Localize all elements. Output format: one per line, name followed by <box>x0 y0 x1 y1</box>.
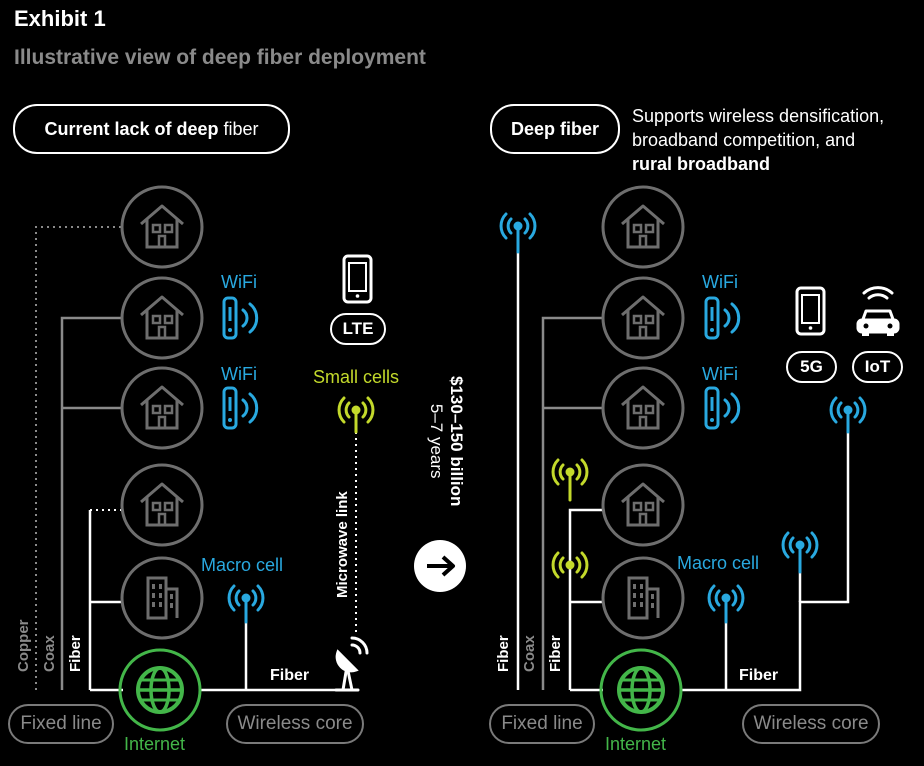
note-line: broadband competition, and <box>632 130 856 150</box>
wifi-label: WiFi <box>702 272 738 292</box>
antenna-icon <box>707 584 745 624</box>
fixed-line-label: Fixed line <box>8 704 114 744</box>
fiber-vertical-label: Fiber <box>547 635 564 672</box>
antenna-icon <box>551 458 589 502</box>
left-panel-heading: Current lack of deep fiber <box>13 104 290 154</box>
right-panel-note: Supports wireless densification, broadba… <box>632 104 884 176</box>
macro-cell-label: Macro cell <box>677 553 760 573</box>
exhibit-title: Exhibit 1 <box>14 6 106 31</box>
house-icon <box>120 185 204 269</box>
cost-estimate: $130–150 billion 5–7 years <box>426 376 466 506</box>
cost-value: $130–150 billion <box>447 376 466 507</box>
car-icon <box>856 286 900 336</box>
wifi-router-icon <box>704 296 741 340</box>
house-icon <box>120 463 204 547</box>
internet-label: Internet <box>605 734 667 754</box>
antenna-icon <box>781 531 819 574</box>
fiber-vertical-label: Fiber <box>495 635 512 672</box>
antenna-icon <box>829 396 867 434</box>
lte-badge: LTE <box>330 313 386 345</box>
globe-icon <box>599 648 683 732</box>
wifi-label: WiFi <box>221 272 257 292</box>
wifi-label: WiFi <box>702 364 738 384</box>
right-panel-heading: Deep fiber <box>490 104 620 154</box>
satellite-dish-icon <box>334 636 369 692</box>
wifi-router-icon <box>222 296 259 340</box>
coax-label: Coax <box>41 635 58 672</box>
house-icon <box>601 185 685 269</box>
left-heading-bold: Current lack of deep <box>44 118 219 139</box>
arrow-right-icon <box>414 540 466 592</box>
small-cells-label: Small cells <box>313 367 400 387</box>
microwave-link-label: Microwave link <box>334 491 351 598</box>
wifi-router-icon <box>704 386 741 430</box>
house-icon <box>120 276 204 360</box>
fiber-label: Fiber <box>739 667 779 684</box>
left-heading-rest: fiber <box>218 118 259 139</box>
fiber-vertical-label: Fiber <box>67 635 84 672</box>
antenna-icon <box>551 551 589 579</box>
right-lines <box>516 252 850 692</box>
phone-icon <box>795 286 826 336</box>
antenna-icon <box>227 584 265 624</box>
house-icon <box>601 463 685 547</box>
note-line: Supports wireless densification, <box>632 106 885 126</box>
note-line-emphasis: rural broadband <box>632 154 771 174</box>
wireless-core-label: Wireless core <box>226 704 364 744</box>
antenna-icon <box>499 212 537 254</box>
5g-badge: 5G <box>786 351 837 383</box>
macro-cell-label: Macro cell <box>201 555 284 575</box>
globe-icon <box>118 648 202 732</box>
internet-label: Internet <box>124 734 186 754</box>
left-lines <box>35 226 357 692</box>
wifi-label: WiFi <box>221 364 257 384</box>
building-icon <box>120 556 204 640</box>
wifi-router-icon <box>222 386 259 430</box>
antenna-icon <box>337 396 375 434</box>
iot-badge: IoT <box>852 351 903 383</box>
house-icon <box>120 366 204 450</box>
coax-label: Coax <box>521 635 538 672</box>
exhibit-subtitle: Illustrative view of deep fiber deployme… <box>14 46 426 69</box>
fiber-label: Fiber <box>270 667 310 684</box>
phone-icon <box>342 254 373 304</box>
fixed-line-label: Fixed line <box>489 704 595 744</box>
building-icon <box>601 556 685 640</box>
house-icon <box>601 276 685 360</box>
house-icon <box>601 366 685 450</box>
copper-label: Copper <box>15 619 32 673</box>
wireless-core-label: Wireless core <box>742 704 880 744</box>
years-value: 5–7 years <box>427 403 446 479</box>
